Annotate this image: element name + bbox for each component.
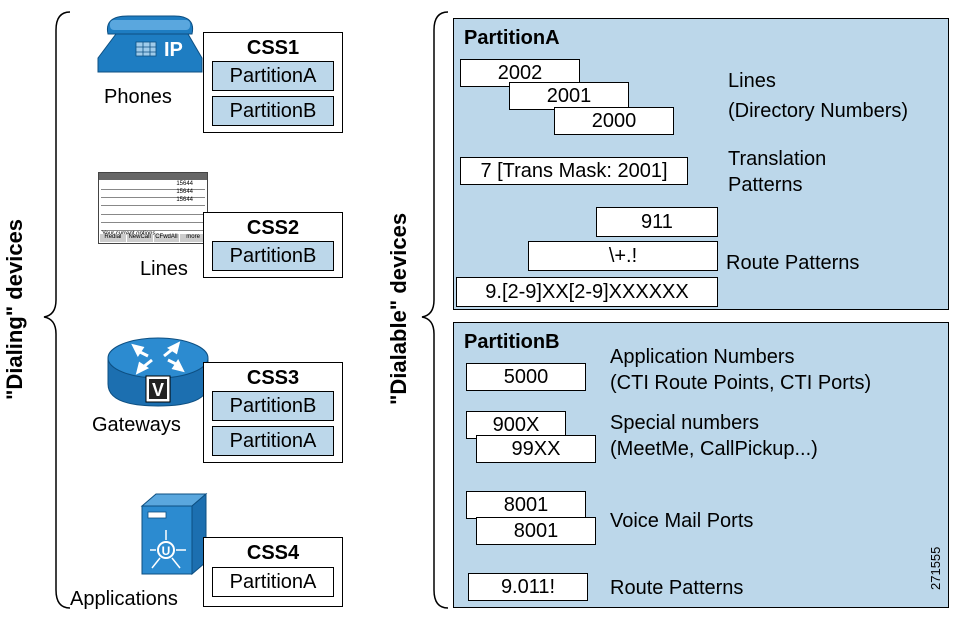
application-server-icon: U [140,492,208,576]
app-number-box: 5000 [466,363,586,391]
line-number-box: 2001 [509,82,629,110]
voicemail-port-box: 8001 [476,517,596,545]
softkey: NewCall [126,234,153,242]
css1-partition-b: PartitionB [212,96,334,126]
dialable-side-label: "Dialable" devices [386,212,411,405]
route-pattern-box: 9.[2-9]XX[2-9]XXXXXX [456,277,718,307]
gateways-label: Gateways [92,414,181,436]
translation-heading: Translation [728,148,827,170]
app-numbers-subheading: (CTI Route Points, CTI Ports) [610,372,872,394]
softkey: more [180,234,206,242]
app-numbers-heading: Application Numbers [610,346,795,368]
ip-phone-text: IP [164,39,183,61]
screen-row: 15644 [101,189,205,198]
lines-heading: Lines [728,70,776,92]
softkey: Redial [100,234,126,242]
css3-partition-b: PartitionB [212,391,334,421]
css1-partition-a: PartitionA [212,61,334,91]
dialing-brace [43,11,71,609]
voicemail-port-box: 8001 [466,491,586,519]
route-pattern-box: 9.011! [468,573,588,601]
special-numbers-subheading: (MeetMe, CallPickup...) [610,438,818,460]
screen-row: 15644 [101,181,205,190]
router-v-text: V [152,380,164,400]
softkey: CFwdAll [153,234,180,242]
lines-label: Lines [140,258,188,280]
partition-b-title: PartitionB [464,331,560,353]
css3-title: CSS3 [246,367,300,389]
special-numbers-heading: Special numbers [610,412,759,434]
special-number-box: 900X [466,411,566,439]
line-number-box: 2000 [554,107,674,135]
partition-a-title: PartitionA [464,27,560,49]
voice-router-icon: V [107,337,209,407]
applications-label: Applications [70,588,178,610]
figure-id: 271555 [928,546,943,590]
dialing-side-label: "Dialing" devices [2,218,27,400]
css1-title: CSS1 [246,37,300,59]
voicemail-heading: Voice Mail Ports [610,510,754,532]
route-pattern-box: \+.! [528,241,718,271]
css3-partition-a: PartitionA [212,426,334,456]
css2-partition-b: PartitionB [212,241,334,271]
partition-a-panel: PartitionA 2002 2001 2000 Lines (Directo… [453,18,949,310]
css4-box: CSS4 PartitionA [203,537,343,607]
phones-label: Phones [104,86,172,108]
phone-screen-icon: 15644 15644 15644 Your current options R… [98,172,208,244]
css3-box: CSS3 PartitionB PartitionA [203,362,343,463]
css2-title: CSS2 [246,217,300,239]
css2-box: CSS2 PartitionB [203,212,343,278]
screen-row: 15644 [101,197,205,206]
route-patterns-heading: Route Patterns [726,252,860,274]
translation-pattern-box: 7 [Trans Mask: 2001] [460,157,688,185]
special-number-box: 99XX [476,435,596,463]
css4-title: CSS4 [246,542,300,564]
svg-text:U: U [162,544,171,558]
lines-subheading: (Directory Numbers) [728,100,909,122]
css4-partition-a: PartitionA [212,567,334,597]
partition-b-panel: PartitionB 5000 Application Numbers (CTI… [453,322,949,608]
route-patterns-heading: Route Patterns [610,577,744,599]
ip-phone-icon: IP [97,15,203,73]
route-pattern-box: 911 [596,207,718,237]
css1-box: CSS1 PartitionA PartitionB [203,32,343,133]
translation-subheading: Patterns [728,174,803,196]
dialable-brace [421,11,449,609]
